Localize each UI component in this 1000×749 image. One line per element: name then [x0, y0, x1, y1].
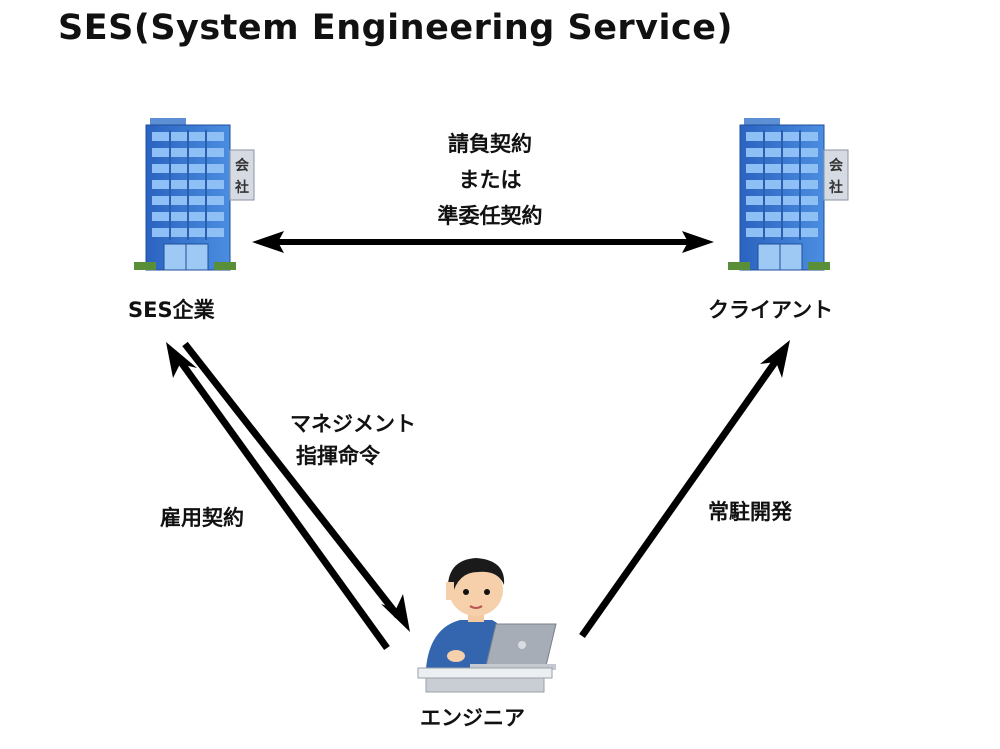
client-label: クライアント — [708, 298, 834, 322]
company-client-contract-label: 請負契約 または 準委任契約 — [400, 126, 580, 234]
contract-line-2: または — [458, 168, 522, 192]
client-building-icon — [728, 118, 849, 271]
ses-company-label: SES企業 — [128, 298, 215, 322]
ses-company-sign-char-2: 社 — [234, 179, 249, 196]
contract-double-arrow — [252, 231, 714, 253]
management-label: マネジメント 指揮命令 — [290, 408, 416, 472]
engineer-illustration — [417, 558, 557, 693]
management-arrow — [182, 341, 410, 632]
page-title: SES(System Engineering Service) — [58, 8, 733, 48]
engineer-label: エンジニア — [420, 706, 525, 730]
management-line-1: マネジメント — [290, 412, 416, 436]
onsite-label: 常駐開発 — [708, 500, 792, 524]
client-sign-char-2: 社 — [828, 179, 843, 196]
employment-arrow — [166, 342, 390, 651]
ses-company-building-icon — [134, 118, 255, 271]
employment-label: 雇用契約 — [160, 506, 244, 530]
contract-line-3: 準委任契約 — [437, 204, 543, 228]
contract-line-1: 請負契約 — [448, 132, 532, 156]
client-sign-char-1: 会 — [829, 157, 844, 174]
management-line-2: 指揮命令 — [296, 444, 380, 468]
onsite-arrow — [579, 340, 790, 639]
ses-company-sign-char-1: 会 — [235, 157, 250, 174]
